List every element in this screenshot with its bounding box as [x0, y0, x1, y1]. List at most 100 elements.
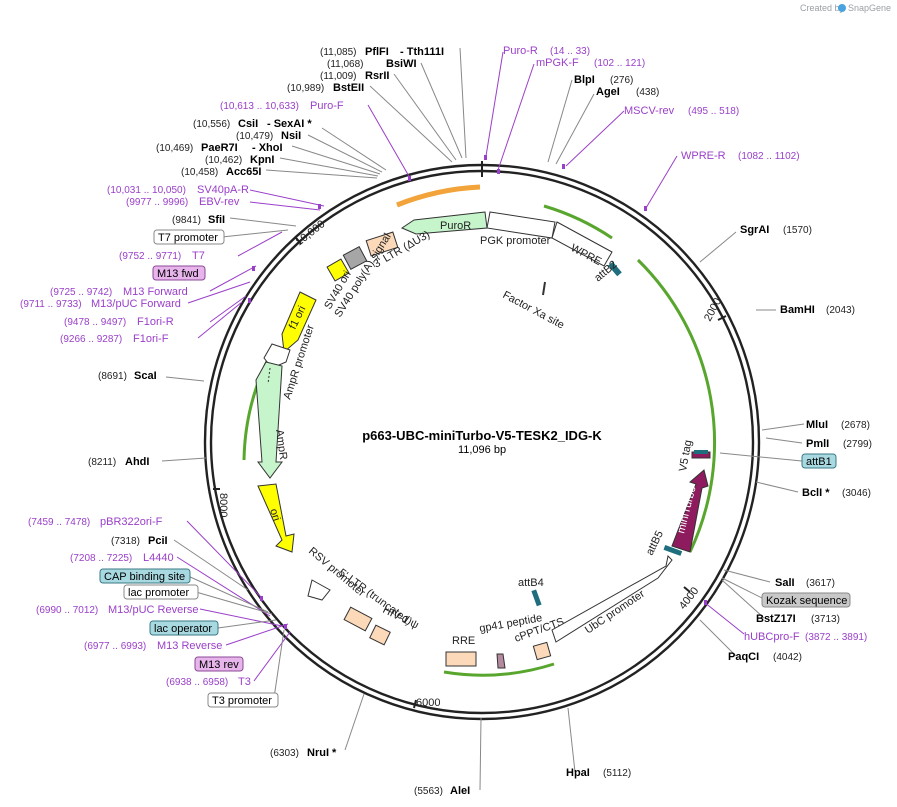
primer-puro-f[interactable]: (10,613 .. 10,633)Puro-F [220, 100, 344, 112]
primer-m13-puc-reverse[interactable]: (6990 .. 7012)M13/pUC Reverse [36, 604, 198, 616]
site-ahdi[interactable]: (8211)AhdI [88, 456, 149, 468]
site-scai[interactable]: (8691)ScaI [98, 370, 157, 382]
site-hpai[interactable]: HpaI(5112) [566, 767, 631, 779]
svg-text:(276): (276) [610, 75, 633, 86]
svg-text:mPGK-F: mPGK-F [536, 57, 579, 69]
svg-text:(7318): (7318) [111, 536, 140, 547]
primer-m13-puc-forward[interactable]: (9711 .. 9733)M13/pUC Forward [20, 298, 181, 310]
svg-text:(7459 .. 7478): (7459 .. 7478) [28, 517, 90, 528]
plasmid-name: p663-UBC-miniTurbo-V5-TESK2_IDG-K [362, 428, 602, 443]
site-bsteii[interactable]: (10,989)BstEII [287, 82, 364, 94]
site-sfii[interactable]: (9841)SfiI [172, 214, 225, 226]
svg-text:BlpI: BlpI [574, 74, 595, 86]
primer-m13-reverse[interactable]: (6977 .. 6993)M13 Reverse [84, 640, 222, 652]
svg-text:WPRE-R: WPRE-R [681, 150, 726, 162]
m13-rev-box[interactable]: M13 rev [194, 656, 244, 672]
primer-f1ori-f[interactable]: (9266 .. 9287)F1ori-F [60, 333, 169, 345]
site-sali[interactable]: SalI(3617) [775, 577, 835, 589]
primer-sv40pa-r[interactable]: (10,031 .. 10,050)SV40pA-R [107, 184, 249, 196]
svg-text:Kozak sequence: Kozak sequence [766, 595, 847, 607]
factor-xa-marker[interactable] [542, 281, 546, 296]
lac-operator-box[interactable]: lac operator [149, 620, 219, 636]
ori-arrow[interactable] [257, 483, 295, 553]
svg-text:(14 .. 33): (14 .. 33) [550, 46, 590, 57]
site-pcii[interactable]: (7318)PciI [111, 535, 168, 547]
svg-text:BclI *: BclI * [802, 487, 830, 499]
svg-text:MluI: MluI [806, 419, 828, 431]
tick-10000 [295, 237, 302, 245]
svg-text:KpnI: KpnI [250, 154, 274, 166]
primer-m13-forward[interactable]: (9725 .. 9742)M13 Forward [50, 286, 188, 298]
f1-ori-arrow[interactable] [281, 291, 317, 353]
site-acc65i[interactable]: (10,458)Acc65I [181, 166, 261, 178]
site-agei[interactable]: AgeI(438) [596, 86, 659, 98]
svg-text:(10,031 .. 10,050): (10,031 .. 10,050) [107, 185, 186, 196]
site-bsiwi[interactable]: (11,068)BsiWI [327, 58, 417, 70]
svg-text:(9711 .. 9733): (9711 .. 9733) [20, 299, 82, 310]
rsv-promoter-arrow[interactable] [307, 579, 331, 601]
primer-wpre-r[interactable]: WPRE-R(1082 .. 1102) [681, 150, 800, 162]
puror-region-arc [396, 184, 481, 208]
gp41-marker[interactable] [496, 653, 506, 669]
puror-arrow[interactable] [400, 211, 488, 235]
rre-box[interactable] [445, 651, 477, 667]
miniturbo-arrow[interactable] [671, 469, 709, 553]
m13-fwd-box[interactable]: M13 fwd [152, 265, 206, 281]
puror-label: PuroR [440, 220, 471, 232]
primer-l4440[interactable]: (7208 .. 7225)L4440 [70, 552, 174, 564]
attb1-marker[interactable] [694, 450, 708, 454]
svg-text:(2043): (2043) [826, 305, 855, 316]
site-mlui[interactable]: MluI(2678) [806, 419, 870, 431]
site-nsii[interactable]: (10,479)NsiI [236, 130, 301, 142]
site-bamhi[interactable]: BamHI(2043) [780, 304, 855, 316]
tick-6000 [413, 699, 417, 709]
site-alei[interactable]: (5563)AleI [414, 785, 470, 797]
lac-promoter-box[interactable]: lac promoter [123, 584, 199, 600]
tick-label-8000: 8000 [217, 493, 229, 517]
primer-mscv-rev[interactable]: MSCV-rev(495 .. 518) [624, 105, 739, 117]
site-paqci[interactable]: PaqCI(4042) [728, 651, 802, 663]
svg-text:(10,556): (10,556) [193, 119, 230, 130]
site-pmli[interactable]: PmlI(2799) [806, 438, 872, 450]
sv40-ori-box[interactable] [326, 258, 350, 282]
attb1-box[interactable]: attB1 [801, 453, 837, 469]
kozak-sequence-box[interactable]: Kozak sequence [761, 592, 851, 608]
svg-text:(102 .. 121): (102 .. 121) [594, 58, 645, 69]
attb4-marker[interactable] [531, 589, 542, 607]
svg-text:(9977 .. 9996): (9977 .. 9996) [126, 197, 188, 208]
attb5-marker[interactable] [663, 545, 683, 556]
site-bcli[interactable]: BclI *(3046) [802, 487, 871, 499]
primer-t3[interactable]: (6938 .. 6958)T3 [166, 676, 251, 688]
site-blpi[interactable]: BlpI (276) [574, 74, 633, 86]
primer-f1ori-r[interactable]: (9478 .. 9497)F1ori-R [64, 316, 174, 328]
ampr-arrow[interactable] [255, 361, 283, 479]
t3-promoter-box[interactable]: T3 promoter [207, 692, 279, 708]
primer-hubcpro-f[interactable]: hUBCpro-F(3872 .. 3891) [744, 631, 867, 643]
site-kpni[interactable]: (10,462)KpnI [205, 154, 274, 166]
attb2-marker[interactable] [608, 261, 622, 277]
ubc-promoter-arrow[interactable] [551, 554, 673, 643]
primer-t7[interactable]: (9752 .. 9771)T7 [119, 250, 205, 262]
site-sgrai[interactable]: SgrAI(1570) [740, 224, 812, 236]
primer-puro-r[interactable]: Puro-R(14 .. 33) [503, 45, 590, 57]
site-rsrii[interactable]: (11,009)RsrII [320, 70, 389, 82]
site-csii[interactable]: (10,556)CsiI- SexAI * [193, 118, 312, 130]
svg-text:F1ori-F: F1ori-F [133, 333, 169, 345]
tick-4000 [683, 586, 691, 593]
ltr5-box[interactable] [343, 606, 373, 632]
site-paer7i[interactable]: (10,469)PaeR7I- XhoI [156, 142, 283, 154]
primer-pbr322ori-f[interactable]: (7459 .. 7478)pBR322ori-F [28, 516, 163, 528]
ltr3-box[interactable] [365, 231, 399, 257]
site-bstz17i[interactable]: BstZ17I(3713) [756, 613, 840, 625]
cppt-box[interactable] [532, 641, 552, 661]
wpre-arrow[interactable] [551, 221, 613, 267]
site-pflfi[interactable]: (11,085)PflFI- Tth111I [320, 46, 444, 58]
hiv-psi-box[interactable] [369, 624, 391, 646]
site-nrui[interactable]: (6303)NruI * [270, 747, 337, 759]
t7-promoter-box[interactable]: T7 promoter [153, 229, 225, 245]
primer-ebv-rev[interactable]: (9977 .. 9996)EBV-rev [126, 196, 240, 208]
sv40-polya-box[interactable] [342, 246, 368, 270]
primer-mpgk-f[interactable]: mPGK-F (102 .. 121) [536, 57, 645, 69]
svg-text:(6303): (6303) [270, 748, 299, 759]
cap-binding-site-box[interactable]: CAP binding site [99, 568, 191, 584]
